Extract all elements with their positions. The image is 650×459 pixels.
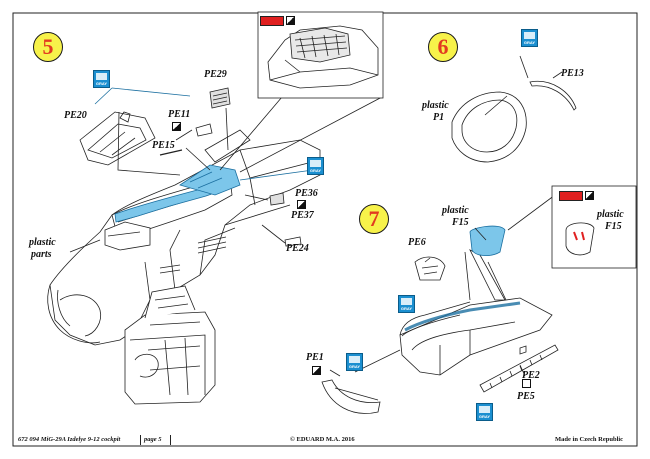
label-plastic-f15-line2: F15 <box>452 217 469 228</box>
gray-paint-chip-icon: GRAY <box>93 70 110 88</box>
footer-copyright: © EDUARD M.A. 2016 <box>290 436 355 443</box>
gray-paint-chip-icon: GRAY <box>346 353 363 371</box>
label-pe36: PE36 <box>295 188 318 199</box>
label-pe15: PE15 <box>152 140 175 151</box>
footer-product: 672 094 MiG-29A Izdelye 9-12 cockpit <box>18 436 121 443</box>
black-white-paint-icon <box>286 16 295 25</box>
step7-drawing <box>321 194 559 414</box>
footer-page: page 5 <box>144 436 162 443</box>
gray-paint-chip-icon: GRAY <box>521 29 538 47</box>
label-pe5: PE5 <box>517 391 535 402</box>
footer-origin: Made in Czech Republic <box>555 436 624 443</box>
label-pe6: PE6 <box>408 237 426 248</box>
footer-divider <box>170 435 171 445</box>
black-white-paint-icon <box>297 200 306 209</box>
label-pe11: PE11 <box>168 109 191 120</box>
black-white-paint-icon <box>172 122 181 131</box>
label-plastic-p1-line1: plastic <box>422 100 449 111</box>
label-plastic-f15-detail-line1: plastic <box>597 209 624 220</box>
step6-drawing <box>451 55 577 163</box>
step-5-number: 5 <box>33 32 63 62</box>
label-pe2: PE2 <box>522 370 540 381</box>
gray-paint-chip-icon: GRAY <box>307 157 324 175</box>
label-pe24: PE24 <box>286 243 309 254</box>
label-plastic-parts-line2: parts <box>31 249 52 260</box>
label-plastic-f15-detail-line2: F15 <box>605 221 622 232</box>
label-pe20: PE20 <box>64 110 87 121</box>
step-7-number: 7 <box>359 204 389 234</box>
label-plastic-p1-line2: P1 <box>433 112 445 123</box>
step5-drawing <box>47 87 383 405</box>
black-white-paint-icon-step7 <box>585 191 594 200</box>
paint-symbol-icon <box>522 379 531 388</box>
label-pe1: PE1 <box>306 352 324 363</box>
black-white-paint-icon <box>312 366 321 375</box>
label-pe29: PE29 <box>204 69 227 80</box>
gray-paint-chip-icon: GRAY <box>398 295 415 313</box>
step-6-number: 6 <box>428 32 458 62</box>
red-paint-swatch-step7 <box>559 191 583 201</box>
label-pe37: PE37 <box>291 210 314 221</box>
gray-paint-chip-icon: GRAY <box>476 403 493 421</box>
label-pe13: PE13 <box>561 68 584 79</box>
label-plastic-parts-line1: plastic <box>29 237 56 248</box>
label-plastic-f15-line1: plastic <box>442 205 469 216</box>
red-paint-swatch <box>260 16 284 26</box>
step5-detail-box <box>257 11 384 99</box>
footer-divider <box>140 435 141 445</box>
